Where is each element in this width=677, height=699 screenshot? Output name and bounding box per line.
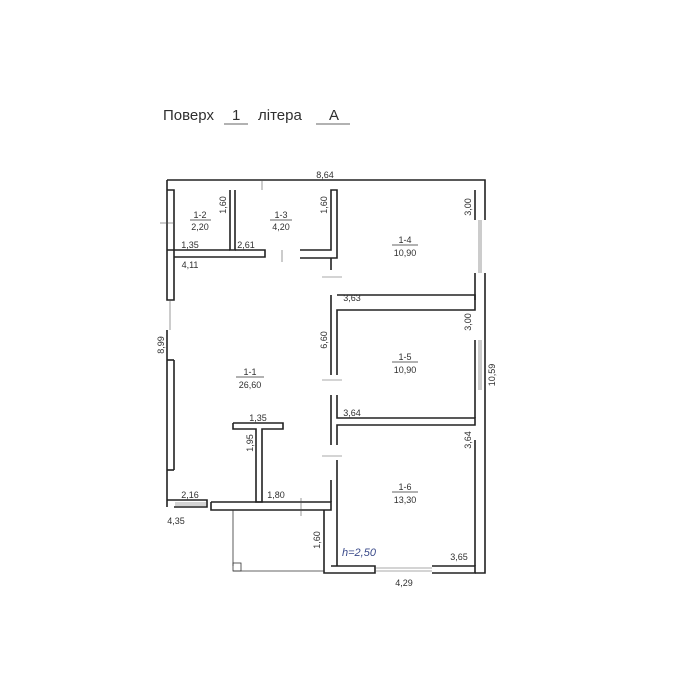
room-1-1-area: 26,60 [239,380,262,390]
dim-r16-height: 3,64 [463,431,473,449]
dim-bottom-left: 2,16 [181,490,199,500]
dim-r14-width: 3,63 [343,293,361,303]
dim-r15-height: 3,00 [463,313,473,331]
outer-walls [166,179,486,574]
room-1-3-area: 4,20 [272,222,290,232]
dim-r11-right: 6,60 [319,331,329,349]
room-1-6-area: 13,30 [394,495,417,505]
dim-bottom-left-total: 4,35 [167,516,185,526]
room-1-6-id: 1-6 [398,482,411,492]
dim-porch-height: 1,60 [312,531,322,549]
dim-r12-height: 1,60 [218,196,228,214]
dim-bottom-mid: 1,80 [267,490,285,500]
room-labels: 1-2 2,20 1-3 4,20 1-4 10,90 1-1 26,60 1-… [190,210,418,505]
dim-r14-height: 3,00 [463,198,473,216]
dim-top-total: 8,64 [316,170,334,180]
stair-element [232,422,284,503]
floor-number: 1 [232,107,240,124]
dim-r15-width: 3,64 [343,408,361,418]
dimension-labels: 8,64 1,60 1,60 1,35 2,61 4,11 3,00 3,63 … [156,170,497,588]
letter-value: А [329,107,339,124]
dim-r13-height: 1,60 [319,196,329,214]
room-1-4-id: 1-4 [398,235,411,245]
dim-left-height: 8,99 [156,336,166,354]
room-1-2-area: 2,20 [191,222,209,232]
room-1-5-id: 1-5 [398,352,411,362]
room-1-1-id: 1-1 [243,367,256,377]
dim-r12-width: 1,35 [181,240,199,250]
openings [160,180,482,572]
dim-right-total: 10,59 [487,364,497,387]
dim-stair-height: 1,95 [245,434,255,452]
porch [232,510,324,572]
room-1-4-area: 10,90 [394,248,417,258]
room-1-2-id: 1-2 [193,210,206,220]
dim-left-upper: 4,11 [182,260,199,270]
dim-bottom-total: 4,29 [395,578,413,588]
floor-label: Поверх [163,107,214,124]
room-1-3-id: 1-3 [274,210,287,220]
dim-r16-width: 3,65 [450,552,468,562]
interior-walls [167,189,476,566]
letter-label: літера [258,107,302,124]
ceiling-height: h=2,50 [342,547,377,559]
dim-r13-width: 2,61 [237,240,255,250]
room-1-5-area: 10,90 [394,365,417,375]
dim-stair-top: 1,35 [249,413,267,423]
